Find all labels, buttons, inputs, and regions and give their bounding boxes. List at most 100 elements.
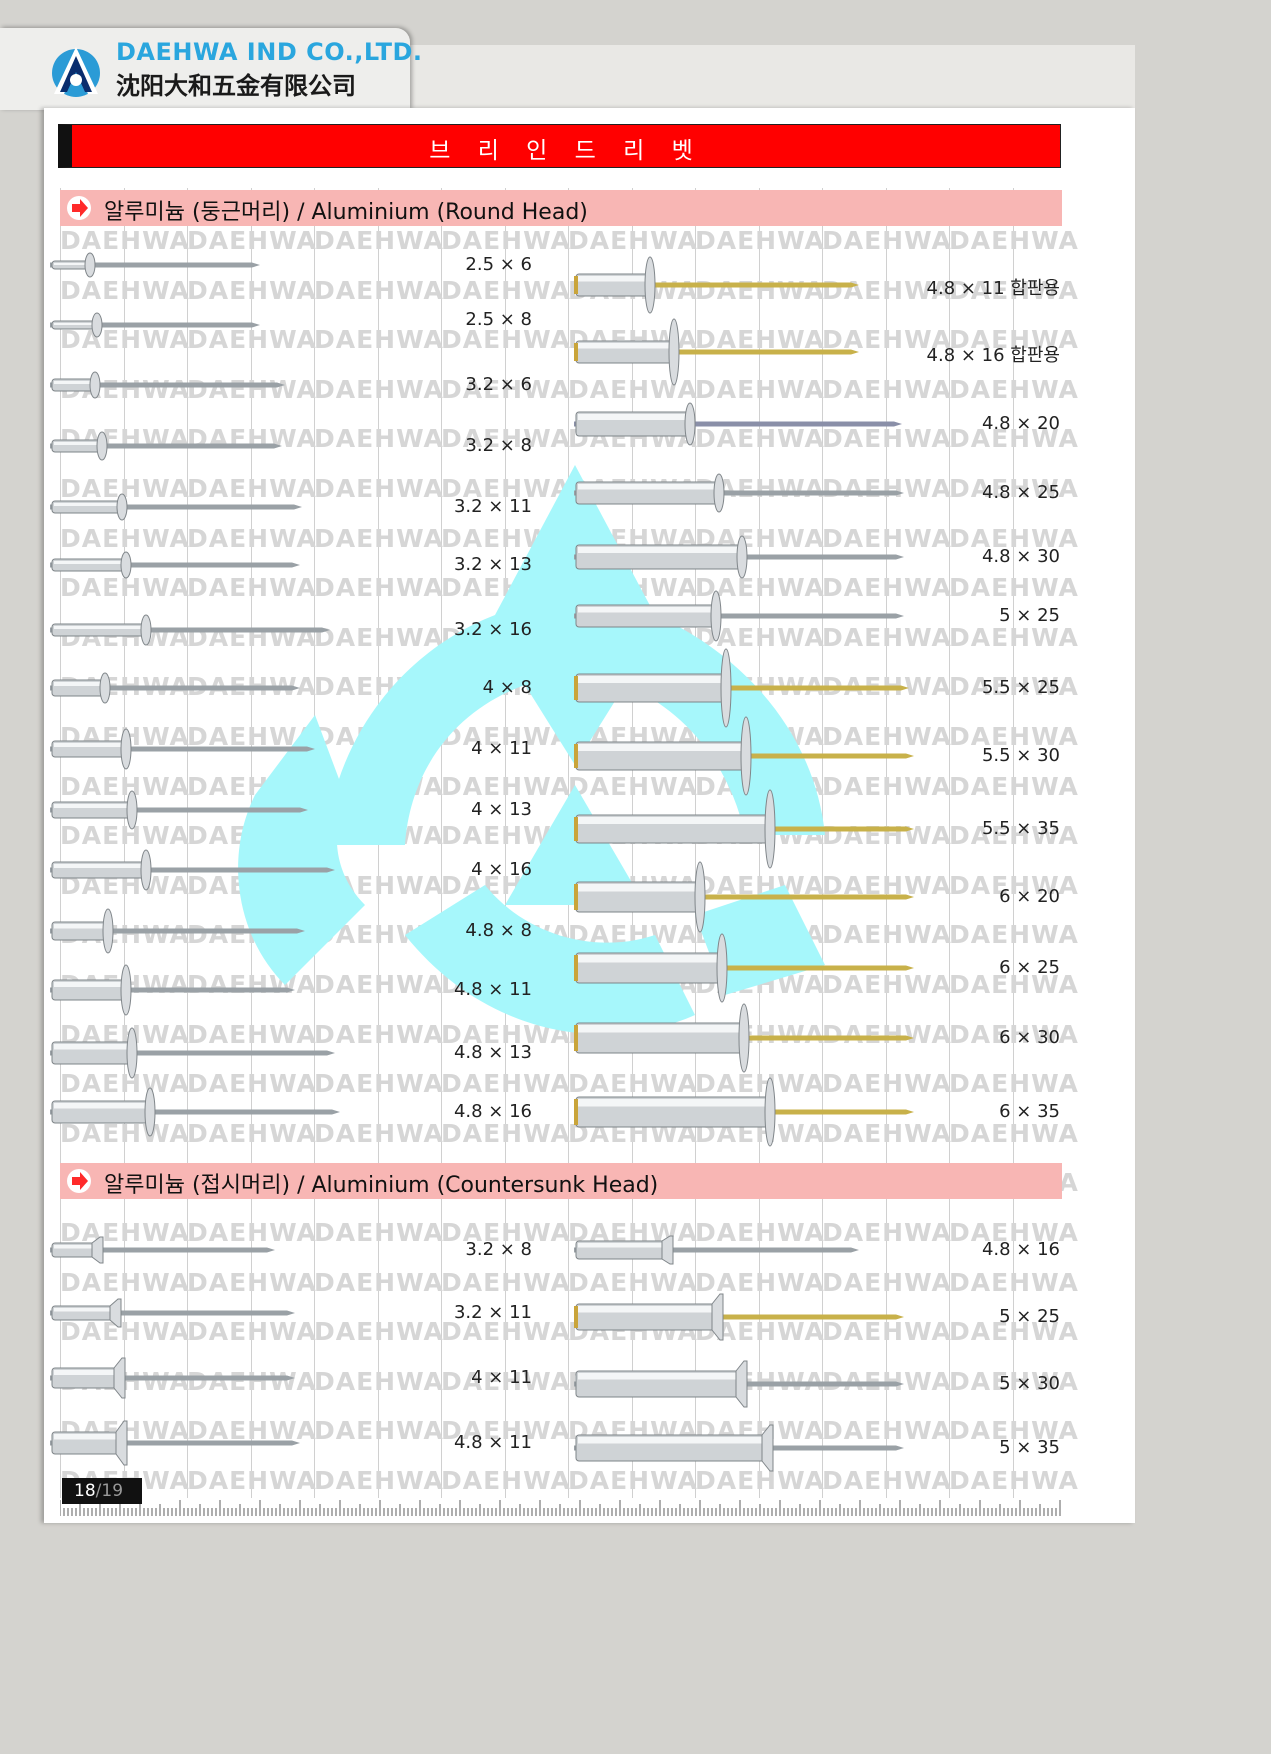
size-label: 3.2 × 6	[465, 374, 532, 395]
watermark-text: DAEHWA	[822, 275, 952, 305]
watermark-text: DAEHWA	[822, 771, 952, 801]
watermark-text: DAEHWA	[314, 622, 444, 652]
watermark-text: DAEHWA	[822, 573, 952, 603]
size-label: 4 × 8	[482, 677, 532, 698]
grid-line	[1012, 188, 1014, 1498]
size-label: 3.2 × 13	[453, 554, 532, 575]
watermark-text: DAEHWA	[949, 1267, 1079, 1297]
watermark-text: DAEHWA	[60, 1118, 190, 1148]
watermark-text: DAEHWA	[822, 374, 952, 404]
watermark-text: DAEHWA	[822, 1466, 952, 1495]
watermark-text: DAEHWA	[187, 325, 317, 355]
watermark-text: DAEHWA	[314, 970, 444, 999]
watermark-text: DAEHWA	[187, 1019, 317, 1049]
page-number: 18/19	[62, 1478, 142, 1504]
grid-line	[187, 188, 188, 1498]
watermark-text: DAEHWA	[695, 275, 825, 305]
watermark-text: DAEHWA	[60, 1267, 190, 1297]
rivet-image	[574, 318, 859, 386]
size-label: 4 × 16	[471, 859, 532, 880]
grid-line	[949, 188, 950, 1498]
watermark-text: DAEHWA	[441, 1267, 571, 1297]
rivet-image	[574, 590, 904, 642]
watermark-text: DAEHWA	[949, 226, 1079, 255]
watermark-text: DAEHWA	[949, 821, 1079, 851]
watermark-text: DAEHWA	[822, 1317, 952, 1347]
watermark-text: DAEHWA	[949, 1416, 1079, 1446]
rivet-image	[574, 256, 859, 314]
watermark-text: DAEHWA	[949, 374, 1079, 404]
size-label: 5.5 × 30	[981, 745, 1060, 766]
company-name-english: DAEHWA IND CO.,LTD.	[116, 38, 423, 66]
watermark-text: DAEHWA	[314, 424, 444, 454]
watermark-text: DAEHWA	[822, 920, 952, 950]
watermark-text: DAEHWA	[949, 275, 1079, 305]
watermark-text: DAEHWA	[314, 374, 444, 404]
section-header-round-head: 알루미늄 (둥근머리) / Aluminium (Round Head)	[60, 190, 1062, 226]
size-label: 3.2 × 11	[453, 1302, 532, 1323]
watermark-text: DAEHWA	[187, 573, 317, 603]
size-label: 2.5 × 8	[465, 309, 532, 330]
size-label: 4.8 × 16	[453, 1101, 532, 1122]
grid-line	[504, 188, 506, 1498]
watermark-text: DAEHWA	[568, 1069, 698, 1099]
watermark-text: DAEHWA	[949, 1118, 1079, 1148]
watermark-text: DAEHWA	[949, 1218, 1079, 1247]
watermark-text: DAEHWA	[441, 1218, 571, 1247]
rivet-image	[50, 312, 260, 338]
size-label: 5 × 35	[999, 1437, 1060, 1458]
watermark-text: DAEHWA	[441, 771, 571, 801]
watermark-text: DAEHWA	[314, 474, 444, 503]
rivet-image	[50, 614, 330, 646]
size-label: 3.2 × 8	[465, 435, 532, 456]
watermark-text: DAEHWA	[441, 226, 571, 255]
watermark-text: DAEHWA	[60, 1317, 190, 1347]
watermark-text: DAEHWA	[187, 1366, 317, 1396]
watermark-text: DAEHWA	[441, 1069, 571, 1099]
watermark-text: DAEHWA	[822, 1069, 952, 1099]
size-label: 5.5 × 25	[981, 677, 1060, 698]
watermark-text: DAEHWA	[441, 1118, 571, 1148]
watermark-text: DAEHWA	[949, 970, 1079, 999]
rivet-image	[574, 861, 914, 933]
watermark-text: DAEHWA	[949, 523, 1079, 553]
size-label: 6 × 30	[999, 1027, 1060, 1048]
grid-line	[123, 188, 125, 1498]
watermark-text: DAEHWA	[187, 523, 317, 553]
rivet-image	[50, 908, 305, 954]
grid-line	[885, 188, 887, 1498]
watermark-text: DAEHWA	[822, 226, 952, 255]
watermark-text: DAEHWA	[822, 1118, 952, 1148]
rivet-image	[50, 551, 300, 579]
watermark-text: DAEHWA	[187, 474, 317, 503]
watermark-text: DAEHWA	[441, 722, 571, 751]
watermark-text: DAEHWA	[822, 325, 952, 355]
watermark-text: DAEHWA	[822, 1218, 952, 1247]
size-label: 4.8 × 16 합판용	[926, 345, 1060, 366]
rivet-image	[574, 648, 909, 728]
rivet-image	[50, 672, 300, 704]
watermark-text: DAEHWA	[695, 424, 825, 454]
watermark-text: DAEHWA	[314, 325, 444, 355]
watermark-text: DAEHWA	[949, 870, 1079, 900]
size-label: 4.8 × 16	[981, 1239, 1060, 1260]
watermark-text: DAEHWA	[949, 672, 1079, 702]
rivet-image	[574, 789, 914, 869]
rivet-image	[50, 1357, 295, 1399]
rivet-image	[50, 1420, 300, 1466]
watermark-text: DAEHWA	[695, 374, 825, 404]
watermark-text: DAEHWA	[568, 226, 698, 255]
watermark-text: DAEHWA	[314, 1118, 444, 1148]
watermark-text: DAEHWA	[187, 1317, 317, 1347]
watermark-text: DAEHWA	[949, 573, 1079, 603]
size-label: 4.8 × 25	[981, 482, 1060, 503]
watermark-text: DAEHWA	[949, 1019, 1079, 1049]
rivet-image	[50, 252, 260, 278]
watermark-text: DAEHWA	[822, 622, 952, 652]
size-label: 4.8 × 11	[453, 979, 532, 1000]
watermark-text: DAEHWA	[822, 1416, 952, 1446]
watermark-text: DAEHWA	[187, 226, 317, 255]
size-label: 6 × 35	[999, 1101, 1060, 1122]
watermark-text: DAEHWA	[60, 325, 190, 355]
rivet-image	[50, 728, 315, 770]
